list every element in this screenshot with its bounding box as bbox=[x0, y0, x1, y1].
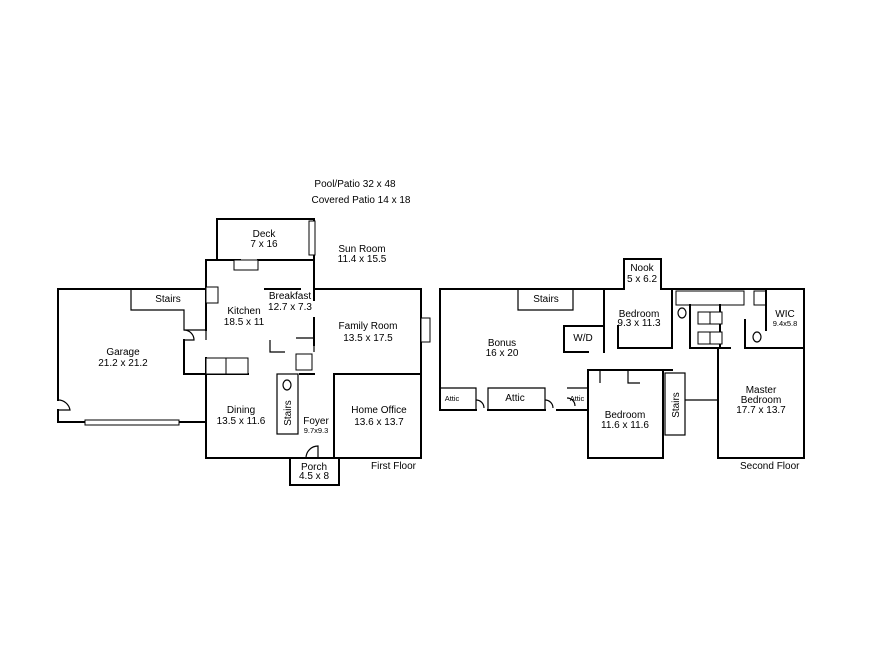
foyer-size: 9.7x9.3 bbox=[304, 426, 329, 435]
garage-name: Garage bbox=[106, 347, 140, 358]
breakfast-name: Breakfast bbox=[269, 291, 311, 302]
deck-name: Deck bbox=[253, 229, 277, 240]
first-floor-walls bbox=[57, 218, 431, 486]
bonus-size: 16 x 20 bbox=[486, 348, 519, 359]
dining-name: Dining bbox=[227, 405, 255, 416]
attic-2-label: Attic bbox=[505, 393, 524, 404]
second-floor-labels: Nook 5 x 6.2 Stairs Bedroom 9.3 x 11.3 W… bbox=[445, 263, 800, 472]
stairs-2-label: Stairs bbox=[671, 392, 682, 418]
attic-3-label: Attic bbox=[570, 394, 585, 403]
family-room-name: Family Room bbox=[339, 321, 398, 332]
home-office-size: 13.6 x 13.7 bbox=[354, 417, 404, 428]
second-floor-walls bbox=[439, 258, 805, 459]
wic-name: WIC bbox=[775, 309, 794, 320]
nook-name: Nook bbox=[630, 263, 654, 274]
home-office-name: Home Office bbox=[351, 405, 407, 416]
bonus-name: Bonus bbox=[488, 338, 516, 349]
foyer-name: Foyer bbox=[303, 416, 329, 427]
bedroom-2-size: 11.6 x 11.6 bbox=[601, 420, 649, 431]
bedroom-1-name: Bedroom bbox=[619, 309, 660, 320]
wd-label: W/D bbox=[573, 333, 592, 344]
bedroom-1-size: 9.3 x 11.3 bbox=[617, 318, 661, 329]
second-floor-caption: Second Floor bbox=[740, 461, 800, 472]
kitchen-name: Kitchen bbox=[227, 306, 260, 317]
nook-size: 5 x 6.2 bbox=[627, 274, 657, 285]
attic-1-label: Attic bbox=[445, 394, 460, 403]
family-room-size: 13.5 x 17.5 bbox=[343, 333, 393, 344]
sun-room-size: 11.4 x 15.5 bbox=[338, 254, 387, 265]
bedroom-2-name: Bedroom bbox=[605, 410, 646, 421]
kitchen-size: 18.5 x 11 bbox=[224, 317, 265, 328]
deck-size: 7 x 16 bbox=[250, 239, 278, 250]
porch-size: 4.5 x 8 bbox=[299, 471, 329, 482]
master-name-2: Bedroom bbox=[741, 395, 782, 406]
covered-patio-label: Covered Patio 14 x 18 bbox=[312, 195, 411, 206]
first-floor-labels: Deck 7 x 16 Sun Room 11.4 x 15.5 Stairs … bbox=[98, 229, 416, 482]
sun-room-name: Sun Room bbox=[338, 244, 385, 255]
pool-patio-label: Pool/Patio 32 x 48 bbox=[314, 179, 396, 190]
bonus-stairs-label: Stairs bbox=[533, 294, 559, 305]
breakfast-size: 12.7 x 7.3 bbox=[268, 302, 312, 313]
wic-size: 9.4x5.8 bbox=[773, 319, 798, 328]
garage-stairs-label: Stairs bbox=[155, 294, 181, 305]
first-floor-caption: First Floor bbox=[371, 461, 417, 472]
garage-size: 21.2 x 21.2 bbox=[98, 358, 148, 369]
master-name: Master bbox=[746, 385, 777, 396]
porch-name: Porch bbox=[301, 462, 327, 473]
master-size: 17.7 x 13.7 bbox=[736, 405, 786, 416]
foyer-stairs-label: Stairs bbox=[283, 400, 294, 426]
dining-size: 13.5 x 11.6 bbox=[217, 416, 266, 427]
